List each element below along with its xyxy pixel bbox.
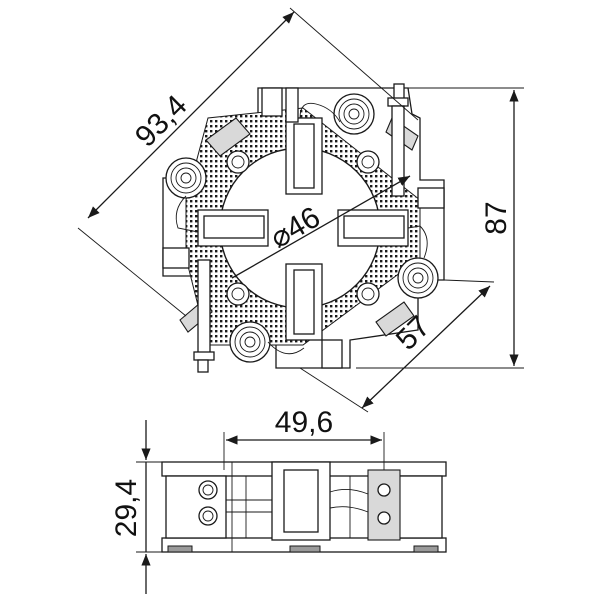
spring-bottom-left (229, 321, 271, 363)
side-terminal-plate (367, 469, 401, 541)
brush-holder-right (337, 209, 409, 247)
dimension-height-side: 29,4 (110, 420, 162, 594)
brush-holder-bottom (285, 263, 323, 341)
side-bolt-upper-right (377, 483, 391, 497)
wire-bottom (267, 341, 305, 355)
side-wires (226, 489, 369, 513)
dim-label-87: 87 (480, 201, 513, 234)
bracket-top (261, 87, 283, 117)
dim-label-49-6: 49,6 (275, 406, 333, 439)
side-foot-left (167, 545, 193, 553)
spring-left (165, 157, 207, 199)
side-foot-right (413, 545, 439, 553)
terminal-pin-bottom (193, 259, 215, 373)
spring-right (397, 257, 439, 299)
side-bolt-upper-left (198, 480, 218, 500)
side-foot-center (289, 545, 321, 553)
dimension-width-side: 49,6 (223, 406, 385, 470)
side-view (161, 461, 447, 553)
side-left-block (165, 475, 227, 539)
dim-label-29-4: 29,4 (110, 479, 143, 537)
wire-right (407, 225, 428, 259)
bracket-left (162, 247, 190, 269)
dim-label-93-4: 93,4 (129, 89, 194, 154)
bracket-bottom (321, 339, 343, 369)
spring-top-right (333, 93, 375, 135)
side-bolt-lower-left (198, 506, 218, 526)
side-center-inner (283, 469, 319, 533)
side-bolt-lower-right (377, 511, 391, 525)
brush-holder-left (197, 209, 269, 247)
bracket-right (417, 187, 445, 209)
wire-top (299, 102, 341, 123)
